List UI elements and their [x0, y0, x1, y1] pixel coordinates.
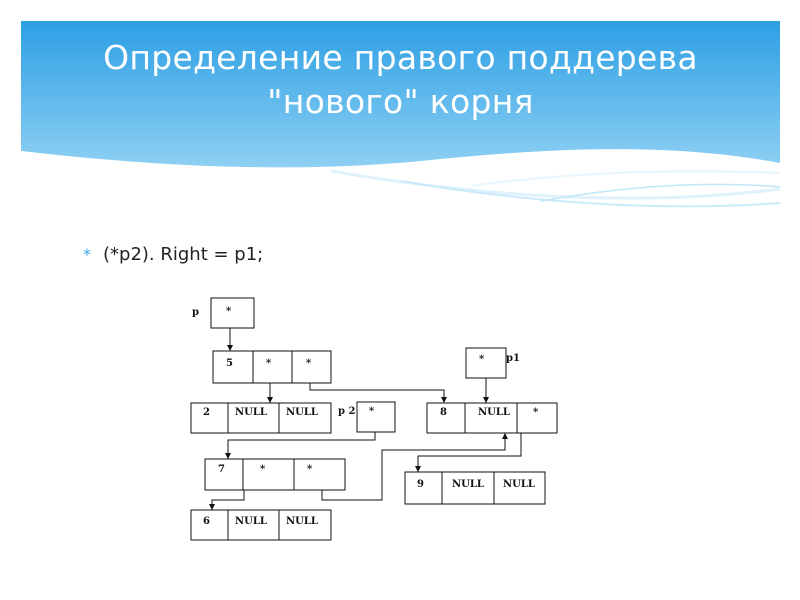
node-8-key: 8	[440, 407, 447, 418]
node-2-key: 2	[203, 407, 210, 418]
node-7-key: 7	[218, 464, 225, 475]
pointer-p2: p 2 *	[338, 402, 395, 432]
node-9-key: 9	[417, 479, 424, 490]
node-2-right: NULL	[286, 407, 318, 418]
pointer-p2-cell	[357, 402, 395, 432]
tree-node-6: 6 NULL NULL	[191, 510, 331, 540]
pointer-p1-cell	[466, 348, 506, 378]
tree-node-7: 7 * *	[205, 459, 345, 490]
pointer-p-label: p	[192, 307, 199, 318]
pointer-p-cell	[211, 298, 254, 328]
node-9-right: NULL	[503, 479, 535, 490]
tree-node-8: 8 NULL *	[427, 403, 557, 433]
node-5-key: 5	[226, 358, 233, 369]
arrow-7-to-6	[212, 490, 244, 510]
node-6-left: NULL	[235, 516, 267, 527]
pointer-p: p *	[192, 298, 254, 328]
pointer-p-value: *	[226, 306, 232, 317]
node-2-left: NULL	[235, 407, 267, 418]
node-6-right: NULL	[286, 516, 318, 527]
node-5-left: *	[266, 358, 272, 369]
node-6-key: 6	[203, 516, 210, 527]
node-8-left: NULL	[478, 407, 510, 418]
pointer-p1: * p1	[466, 348, 520, 378]
pointer-p2-value: *	[369, 406, 375, 417]
node-5-right: *	[306, 358, 312, 369]
tree-node-2: 2 NULL NULL	[191, 403, 331, 433]
tree-node-5: 5 * *	[213, 351, 331, 383]
pointer-p1-label: p1	[506, 353, 520, 364]
pointer-p1-value: *	[479, 354, 485, 365]
node-9-left: NULL	[452, 479, 484, 490]
node-8-right: *	[533, 407, 539, 418]
pointer-p2-label: p 2	[338, 406, 355, 417]
node-7-left: *	[260, 464, 266, 475]
node-7-right: *	[307, 464, 313, 475]
tree-node-9: 9 NULL NULL	[405, 472, 545, 504]
